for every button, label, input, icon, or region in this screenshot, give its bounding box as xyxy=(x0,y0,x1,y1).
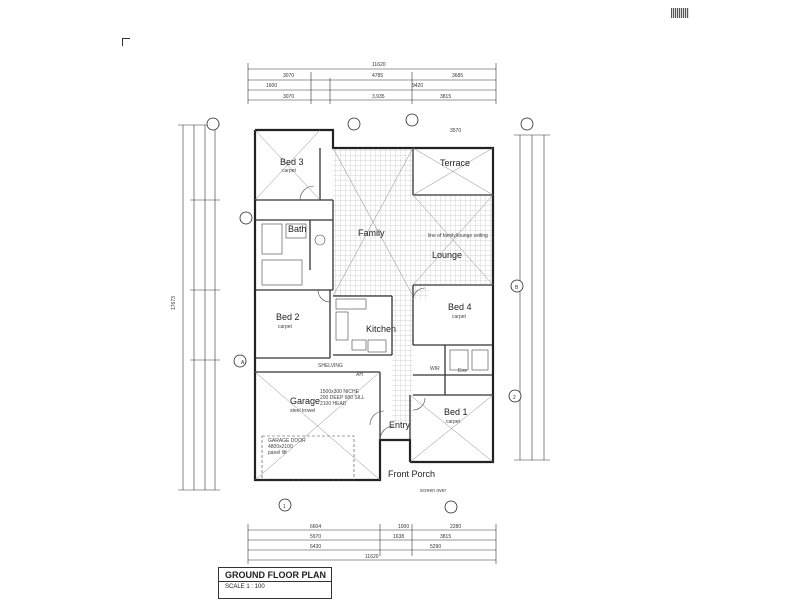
section-marker-b: B xyxy=(515,285,519,291)
room-kitchen: Kitchen xyxy=(366,324,396,334)
bath-fixtures xyxy=(261,223,489,371)
bottom-dim-3815: 3815 xyxy=(440,534,451,540)
left-overall-dim: 17673 xyxy=(171,296,177,310)
screen-over-label: screen over xyxy=(420,488,446,494)
lounge-note: line of family/lounge ceiling xyxy=(428,233,488,239)
top-dimension-lines xyxy=(247,63,497,104)
top-dim-9420: 9420 xyxy=(412,83,423,89)
top-dim-3815: 3815 xyxy=(440,94,451,100)
right-dimension-lines xyxy=(514,134,550,461)
room-bed4: Bed 4 xyxy=(448,302,472,312)
title-block: GROUND FLOOR PLAN SCALE 1 : 100 xyxy=(218,567,332,599)
room-terrace: Terrace xyxy=(440,158,470,168)
section-marker-a: A xyxy=(241,360,245,366)
room-front-porch: Front Porch xyxy=(388,469,435,479)
room-bed2-floor: carpet xyxy=(278,324,293,330)
garage-door-outline xyxy=(261,435,355,481)
terrace-dim: 3570 xyxy=(450,128,461,134)
bottom-dim-5290: 5290 xyxy=(430,544,441,550)
door-swings xyxy=(299,185,426,441)
bottom-dimension-lines xyxy=(247,524,497,564)
top-dim-3070: 3070 xyxy=(283,73,294,79)
garage-door-label-3: panel lift xyxy=(268,450,287,456)
room-wir: WIR xyxy=(430,366,440,372)
room-bath: Bath xyxy=(288,224,307,234)
interior-walls xyxy=(255,148,493,440)
plan-title: GROUND FLOOR PLAN xyxy=(225,570,326,580)
room-bed3-floor: carpet xyxy=(282,168,297,174)
room-garage-floor: steel trowel xyxy=(290,408,315,414)
bottom-dim-5970: 5970 xyxy=(310,534,321,540)
bottom-dim-1000: 1000 xyxy=(398,524,409,530)
top-dim-3070b: 3070 xyxy=(283,94,294,100)
niche-label-3: 2100 HEAD xyxy=(320,401,347,407)
ceiling-lines xyxy=(254,129,494,481)
room-garage: Garage xyxy=(290,396,320,406)
room-ens: Ens xyxy=(458,368,467,374)
section-marker-2: 2 xyxy=(513,395,516,401)
title-divider xyxy=(219,581,331,582)
room-bed2: Bed 2 xyxy=(276,312,300,322)
bottom-dim-2280: 2280 xyxy=(450,524,461,530)
niche-label-2: 200 DEEP 680 SILL xyxy=(320,395,365,401)
room-entry: Entry xyxy=(389,420,411,430)
section-marker-1: 1 xyxy=(283,504,286,510)
shelving-label: SHELVING xyxy=(318,363,343,369)
corner-mark-icon xyxy=(122,38,130,46)
top-overall-dim: 11620 xyxy=(372,62,386,68)
garage-door-label-2: 4800x2100 xyxy=(268,444,293,450)
section-markers xyxy=(206,113,534,514)
room-bed1: Bed 1 xyxy=(444,407,468,417)
room-bed1-floor: carpet xyxy=(446,419,461,425)
niche-label-1: 1500x300 NICHE xyxy=(320,389,360,395)
ah-label: AH xyxy=(356,372,363,378)
bottom-dim-6604: 6604 xyxy=(310,524,321,530)
garage-door-label-1: GARAGE DOOR xyxy=(268,438,306,444)
top-dim-3935: 3,935 xyxy=(372,94,385,100)
kitchen-fixtures xyxy=(335,298,387,353)
left-dimension-lines xyxy=(178,124,220,491)
room-family: Family xyxy=(358,228,385,238)
room-bed3: Bed 3 xyxy=(280,157,304,167)
scan-barcode-icon xyxy=(671,8,689,18)
top-dim-4785: 4785 xyxy=(372,73,383,79)
room-bed4-floor: carpet xyxy=(452,314,467,320)
plan-scale: SCALE 1 : 100 xyxy=(225,584,265,590)
bottom-dim-6430: 6430 xyxy=(310,544,321,550)
room-lounge: Lounge xyxy=(432,250,462,260)
top-dim-3685: 3685 xyxy=(452,73,463,79)
top-dim-1600: 1600 xyxy=(266,83,277,89)
bottom-dim-1638: 1638 xyxy=(393,534,404,540)
bottom-overall-dim: 11620 xyxy=(365,554,379,560)
